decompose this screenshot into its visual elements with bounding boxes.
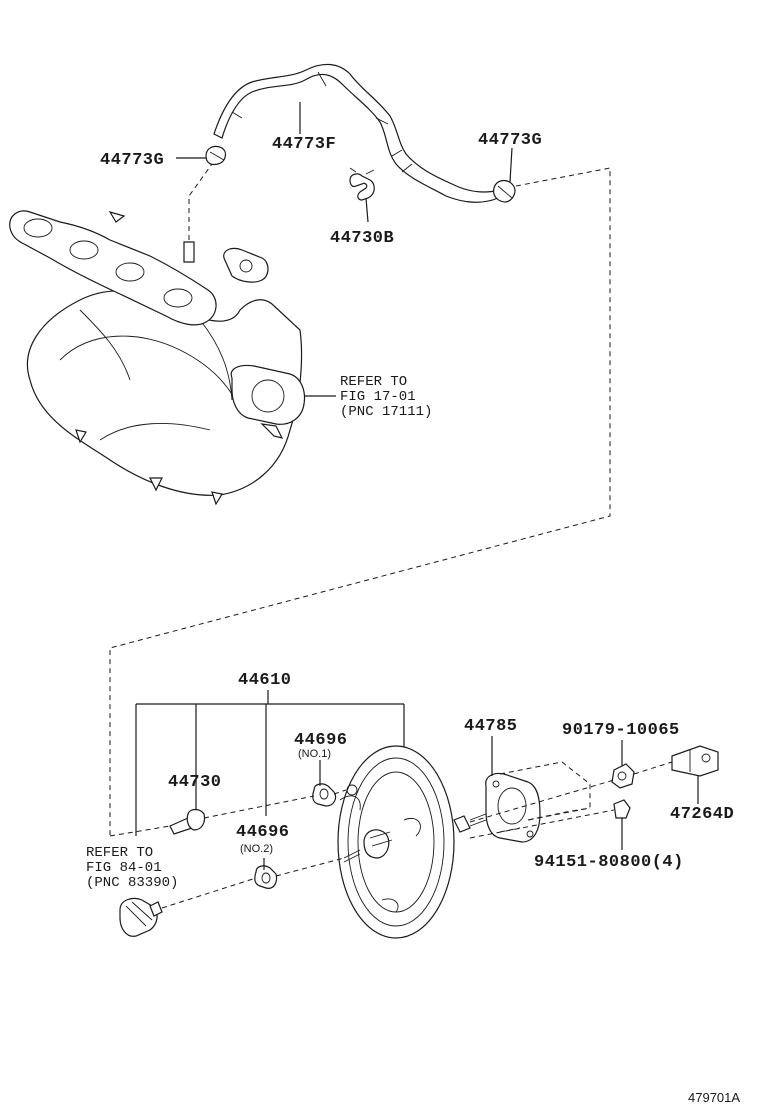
label-44730: 44730 [168,773,222,792]
label-44773f: 44773F [272,135,336,154]
dash-to-valve [109,825,171,837]
dash-center-upper [469,779,615,823]
grommet-no2[interactable] [254,865,278,889]
label-94151: 94151-80800(4) [534,853,684,872]
hose-fitting[interactable] [119,897,163,937]
hose-clip-left[interactable] [205,145,227,166]
label-44773g-left: 44773G [100,151,164,170]
label-44730b: 44730B [330,229,394,248]
brake-booster[interactable] [337,745,487,939]
figure-id: 479701A [688,1090,740,1105]
dash-fitting-grommet [161,877,257,909]
nut-94151[interactable] [613,799,631,819]
nut-90179[interactable] [611,763,635,789]
label-44610: 44610 [238,671,292,690]
label-47264d: 47264D [670,805,734,824]
label-44785: 44785 [464,717,518,736]
clevis[interactable] [671,745,719,777]
note-no1: (NO.1) [298,748,331,760]
ref-17-01-line1: REFER TO [340,374,407,390]
note-no2: (NO.2) [240,843,273,855]
leader-44773g-right [509,147,513,183]
label-44696-no2: 44696 [236,823,290,842]
dash-grommet2-booster [275,857,345,877]
dash-grommet-booster [333,789,347,795]
ref-84-01-line3: (PNC 83390) [86,875,178,891]
dash-line-connection [109,167,611,836]
dash-line-nipple [188,163,213,240]
dash-center-lower [469,809,615,839]
check-valve[interactable] [169,808,206,835]
ref-84-01-line1: REFER TO [86,845,153,861]
ref-84-01-line2: FIG 84-01 [86,860,162,876]
booster-gasket[interactable] [485,772,541,843]
leader-44730b [365,197,369,223]
label-44696-no1: 44696 [294,731,348,750]
bracket-44610 [135,690,405,836]
dash-center-gasket [499,827,521,833]
intake-manifold[interactable] [9,210,306,506]
label-44773g-right: 44773G [478,131,542,150]
hose-clamp[interactable] [349,167,375,201]
dash-box-bottom [527,807,591,821]
ref-17-01-line2: FIG 17-01 [340,389,416,405]
dash-center-clevis [633,761,673,775]
dash-valve-grommet [203,795,315,819]
grommet-no1[interactable] [312,783,337,807]
hose-clip-right[interactable] [493,179,516,203]
ref-17-01-line3: (PNC 17111) [340,404,432,420]
label-90179: 90179-10065 [562,721,680,740]
